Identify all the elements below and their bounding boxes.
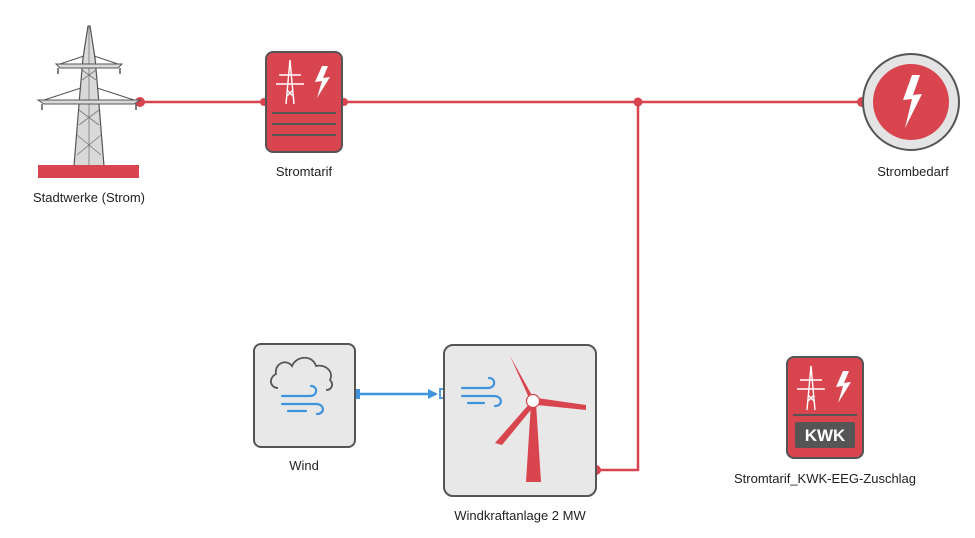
turbine-node-label: Windkraftanlage 2 MW <box>454 508 586 523</box>
kwk-tariff-node[interactable]: KWK <box>786 356 864 459</box>
wind-node[interactable] <box>253 343 356 448</box>
wind-icon <box>280 384 324 416</box>
turbine-icon <box>495 356 586 482</box>
wind-connection[interactable] <box>350 388 450 399</box>
wind-node-label: Wind <box>289 458 319 473</box>
tariff-node-label: Stromtarif <box>275 164 333 179</box>
turbine-node[interactable] <box>443 344 597 497</box>
wind-icon <box>460 376 502 408</box>
tariff-node[interactable] <box>265 51 343 153</box>
pylon-icon <box>36 25 142 178</box>
demand-node[interactable] <box>862 53 960 151</box>
kwk-badge <box>795 422 855 448</box>
connection-turbine-to-bus[interactable] <box>596 102 640 472</box>
kwk-badge-text: KWK <box>805 426 846 445</box>
lightning-icon <box>315 66 330 98</box>
pylon-small-icon <box>797 365 825 411</box>
junction-dot[interactable] <box>633 97 643 107</box>
grid-node-label: Stadtwerke (Strom) <box>33 190 145 205</box>
pylon-small-icon <box>276 59 304 105</box>
tariff-lines-icon <box>272 112 336 136</box>
demand-node-label: Strombedarf <box>877 164 949 179</box>
kwk-tariff-node-label: Stromtarif_KWK-EEG-Zuschlag <box>733 471 917 486</box>
lightning-icon <box>836 371 851 403</box>
lightning-icon <box>903 75 922 128</box>
cloud-icon <box>270 356 333 391</box>
grid-pylon-node[interactable] <box>36 25 142 178</box>
